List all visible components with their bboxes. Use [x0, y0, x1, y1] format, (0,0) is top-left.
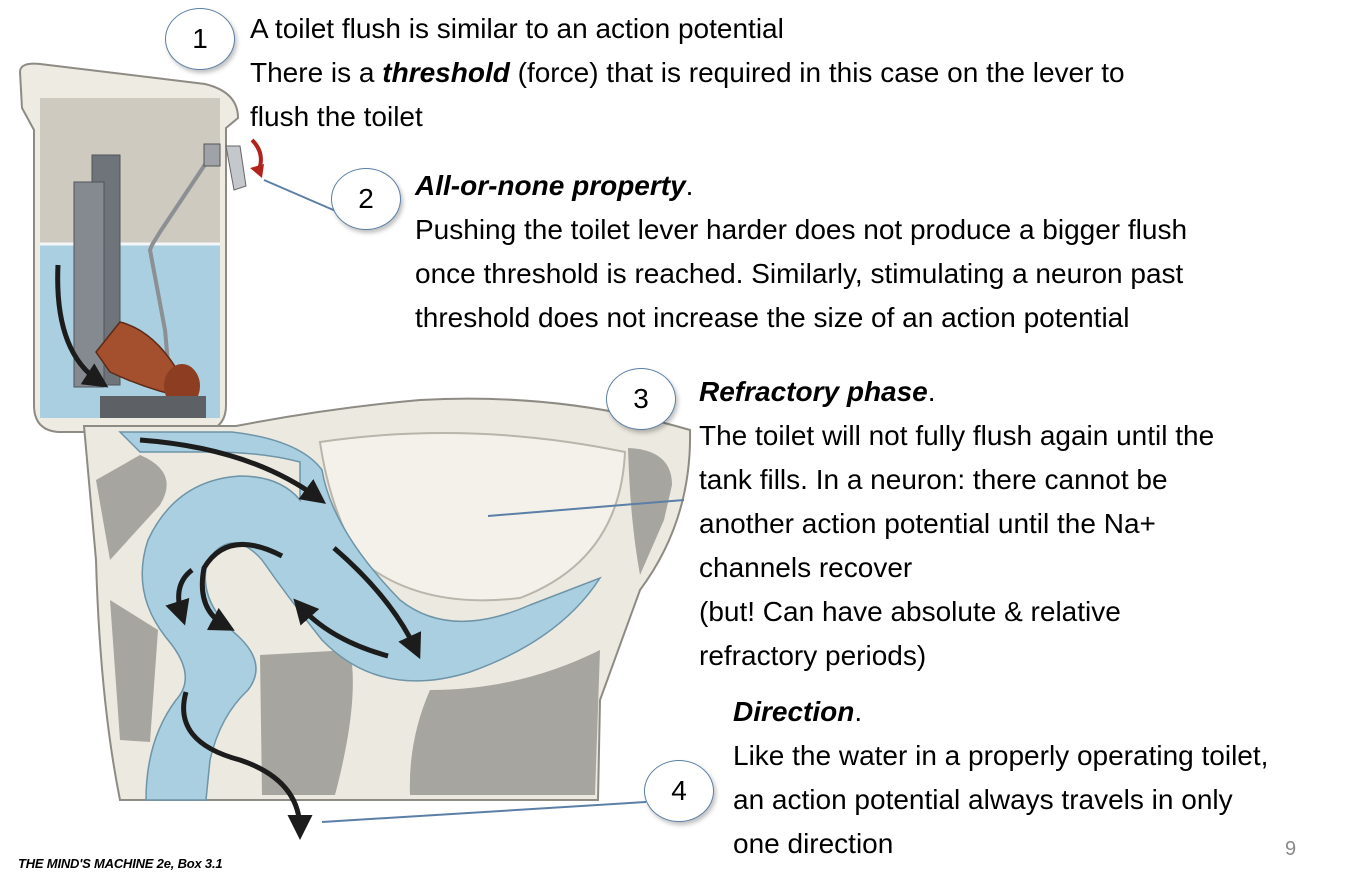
callout-3-line: tank fills. In a neuron: there cannot be: [699, 464, 1168, 495]
callout-2-line: threshold does not increase the size of …: [415, 302, 1130, 333]
callout-4-line: one direction: [733, 828, 894, 859]
figure-caption: THE MIND'S MACHINE 2e, Box 3.1: [18, 856, 223, 871]
text-segment: There is a: [250, 57, 383, 88]
text-segment: (force) that is required in this case on…: [509, 57, 1125, 88]
callout-4-line: Like the water in a properly operating t…: [733, 740, 1269, 771]
right-cavity: [409, 650, 600, 795]
callout-number-4: 4: [644, 760, 714, 822]
outflow-arrow: [181, 691, 313, 840]
callout-2-line: once threshold is reached. Similarly, st…: [415, 258, 1184, 289]
callout-3-line: (but! Can have absolute & relative: [699, 596, 1121, 627]
callout-3-line: channels recover: [699, 552, 913, 583]
flow-arrow: [139, 437, 327, 504]
callout-3-line: another action potential until the Na+: [699, 508, 1156, 539]
callout-number-3: 3: [606, 368, 676, 430]
slide-number: 9: [1285, 838, 1297, 860]
callout-1-line: A toilet flush is similar to an action p…: [250, 13, 784, 44]
leader-line-4: [321, 801, 647, 823]
callout-number-1: 1: [165, 8, 235, 70]
callout-3-line: refractory periods): [699, 640, 927, 671]
callout-number-2: 2: [331, 168, 401, 230]
callout-3-heading: Refractory phase: [699, 376, 928, 407]
flow-arrow: [293, 598, 389, 659]
callout-4-heading: Direction: [733, 696, 855, 727]
threshold-emphasis: threshold: [382, 57, 510, 88]
flow-arrow: [332, 546, 422, 660]
callout-1-line: flush the toilet: [250, 101, 423, 132]
callout-3-text: Refractory phase. The toilet will not fu…: [699, 370, 1214, 678]
lever-handle: [203, 143, 221, 167]
callout-1-line: There is a threshold (force) that is req…: [250, 51, 1125, 95]
callout-2-line: Pushing the toilet lever harder does not…: [415, 214, 1188, 245]
callout-2-text: All-or-none property. Pushing the toilet…: [415, 164, 1187, 340]
leader-line-2: [263, 179, 339, 213]
callout-4-text: Direction. Like the water in a properly …: [733, 690, 1268, 866]
callout-1-text: A toilet flush is similar to an action p…: [250, 7, 1125, 139]
leader-line-3: [487, 499, 685, 517]
flow-arrow: [165, 568, 194, 626]
lift-arm: [147, 152, 214, 386]
flow-arrow: [199, 541, 284, 631]
callout-3-line: The toilet will not fully flush again un…: [699, 420, 1215, 451]
callout-4-line: an action potential always travels in on…: [733, 784, 1233, 815]
tank-flow-arrow: [55, 264, 109, 388]
left-cavity: [96, 455, 167, 560]
callout-2-heading: All-or-none property: [415, 170, 686, 201]
